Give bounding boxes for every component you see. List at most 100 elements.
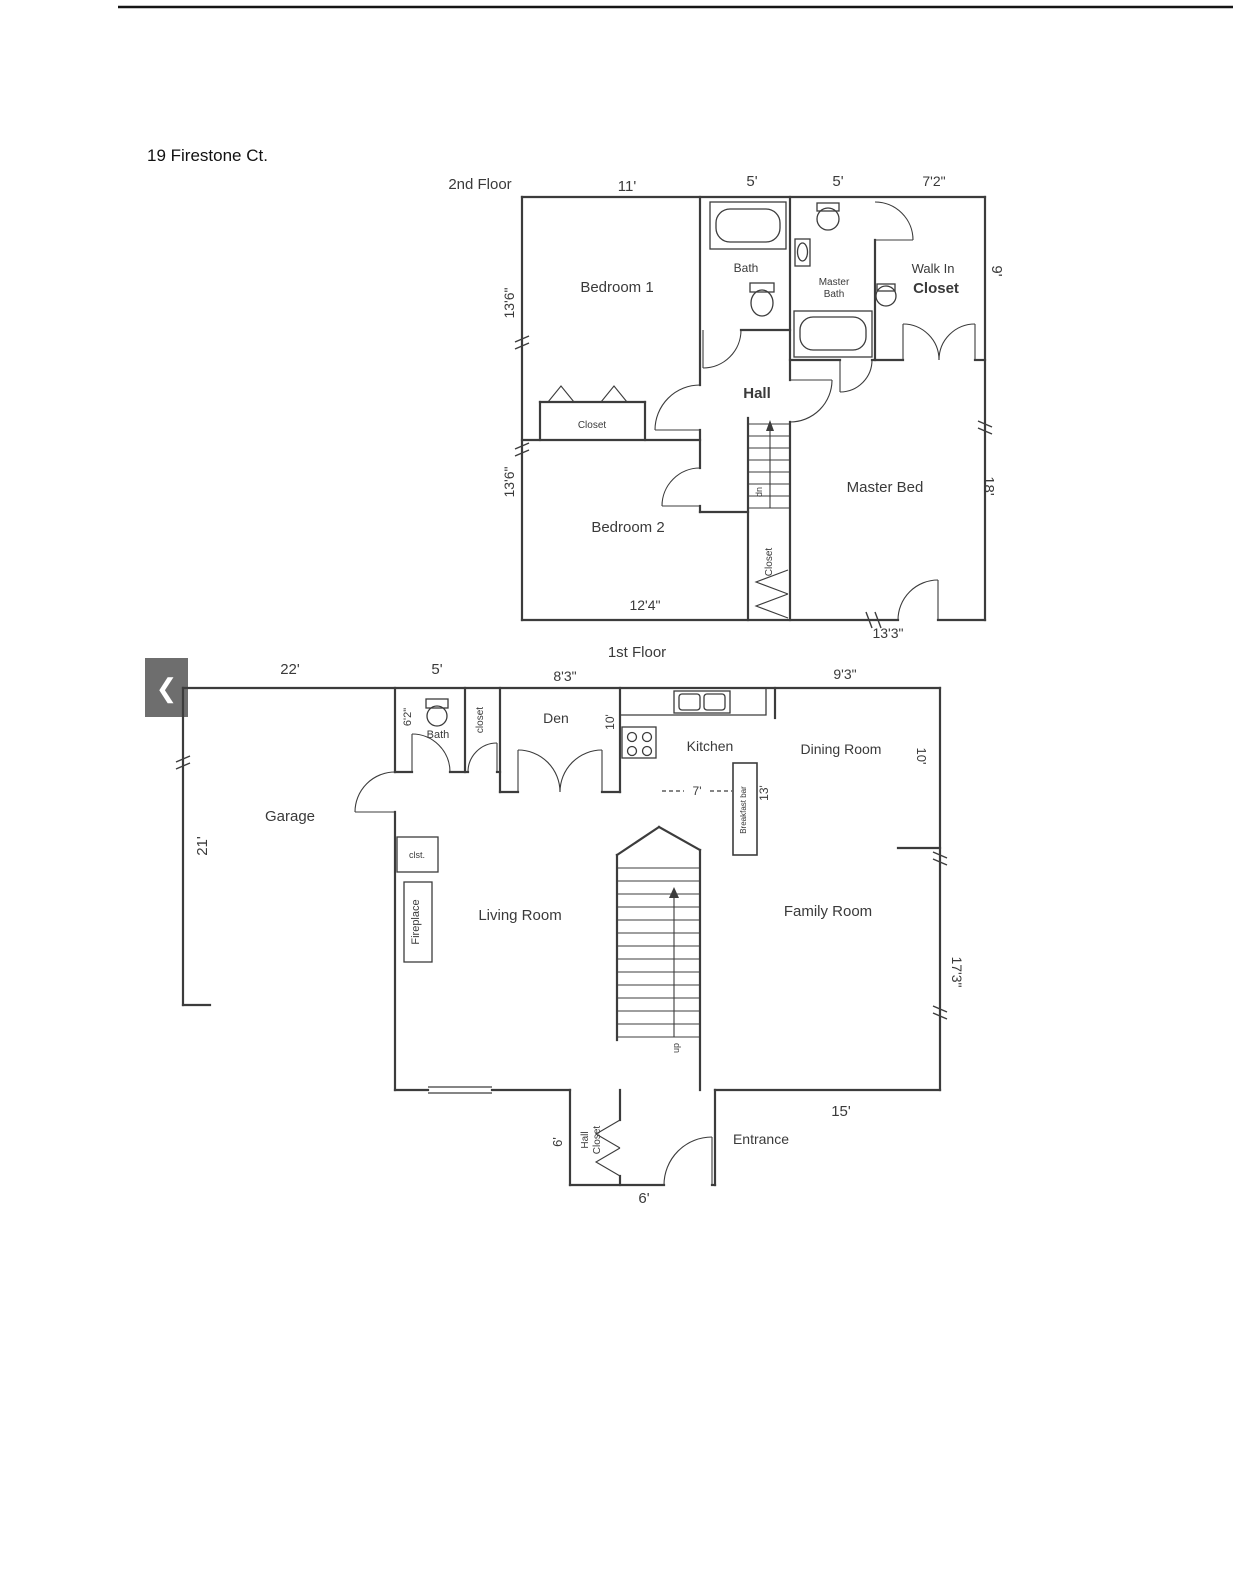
floor2-dim-left-top: 13'6" xyxy=(501,287,517,318)
prev-image-button[interactable]: ❮ xyxy=(145,658,188,717)
floor2-label: 2nd Floor xyxy=(448,176,511,193)
room-closet1f: closet xyxy=(475,707,486,733)
room-living: Living Room xyxy=(478,907,561,924)
floor1-doors xyxy=(354,733,713,1186)
breakfast-bar-shape xyxy=(732,762,758,856)
closet1f-door-arc xyxy=(467,742,498,773)
room-den: Den xyxy=(543,710,569,726)
floor1-labels: 1st Floor 22' 5' 8'3" 9'3" 21' 6'2" clos… xyxy=(194,644,965,1207)
room-breakfast-bar: Breakfast bar xyxy=(739,786,748,834)
floor1-dim-bar-height: 13' xyxy=(757,785,771,801)
floor2-walls xyxy=(520,195,987,622)
room-master-bed: Master Bed xyxy=(847,479,924,496)
room-bath1f: Bath xyxy=(427,729,450,741)
kitchen-sink-basin-left-icon xyxy=(678,693,701,711)
room-clst: clst. xyxy=(409,850,425,860)
master-toilet-tank-icon xyxy=(816,202,840,212)
room-hall-closet-line1: Hall xyxy=(580,1131,591,1148)
floor2-dim-bath-width: 5' xyxy=(746,173,757,190)
floor1-dim-dining-width: 9'3" xyxy=(833,666,856,682)
bedroom1-door-arc xyxy=(654,384,701,431)
floor2-stairs xyxy=(748,420,790,509)
room-stair-closet: Closet xyxy=(764,548,775,577)
bath-door-arc xyxy=(702,329,742,369)
toilet-bowl-icon xyxy=(750,289,774,317)
master-bed-door-arc xyxy=(789,379,833,423)
floor2-dim-right-top: 9' xyxy=(988,265,1005,276)
floor1-walls xyxy=(181,686,942,1187)
master-toilet-bowl-icon xyxy=(816,207,840,231)
master-sink-basin-icon xyxy=(796,242,809,262)
floor1-stairs xyxy=(617,867,700,1038)
floor2-dim-master-bath-width: 5' xyxy=(832,173,843,190)
master-bed-bottom-door-arc xyxy=(897,579,939,621)
floor1-dim-den-width: 8'3" xyxy=(553,668,576,684)
stair-closet-bifold2-icon xyxy=(754,593,789,619)
bedroom2-door-arc xyxy=(661,467,701,507)
floor1-dim-den-height: 10' xyxy=(603,714,617,730)
room-hall-closet-line2: Closet xyxy=(592,1126,603,1155)
stair-closet-bifold-icon xyxy=(754,569,789,595)
room-kitchen: Kitchen xyxy=(687,738,734,754)
floor1-fixtures xyxy=(396,688,767,1094)
kitchen-counter-icon xyxy=(620,688,767,716)
front-door-arc xyxy=(663,1136,713,1186)
floor1-dim-family-width: 15' xyxy=(831,1103,851,1120)
kitchen-sink-icon xyxy=(673,690,731,714)
hall-closet-bifold2-icon xyxy=(594,1147,621,1177)
floor2-dim-walkin-width: 7'2" xyxy=(922,173,945,189)
toilet-tank-icon xyxy=(749,282,775,293)
stairs-up-label: up xyxy=(671,1043,681,1053)
stove-icon xyxy=(621,726,657,759)
floor2-dim-right-bottom: 18' xyxy=(980,476,997,496)
floor1-dim-garage-width: 22' xyxy=(280,661,300,678)
stove-burner-icon xyxy=(626,731,638,743)
floor1-label: 1st Floor xyxy=(608,644,666,661)
room-fireplace: Fireplace xyxy=(410,899,422,944)
bathtub-icon xyxy=(709,201,787,250)
room-family: Family Room xyxy=(784,903,872,920)
room-bedroom1-closet: Closet xyxy=(578,420,607,431)
garage-door-arc xyxy=(354,771,396,813)
closet-bifold-left-icon xyxy=(547,385,575,403)
bath1f-toilet-bowl-icon xyxy=(426,705,448,727)
room-walkin-line2: Closet xyxy=(913,280,959,297)
walkin-fixture-icon xyxy=(875,285,897,307)
room-entrance: Entrance xyxy=(733,1131,789,1147)
floor1-wall-breaks xyxy=(175,755,948,1020)
floor2-dim-bedroom1-width: 11' xyxy=(618,178,637,195)
room-master-bath-line1: Master xyxy=(819,277,850,288)
stairs-up-arrowhead-icon xyxy=(669,887,679,898)
floor2-wall-breaks xyxy=(514,335,993,629)
walkin-door-arc xyxy=(874,201,914,241)
master-bathtub-inner-icon xyxy=(799,316,867,351)
kitchen-sink-basin-right-icon xyxy=(703,693,726,711)
master-bathtub-icon xyxy=(793,310,873,358)
stove-burner-icon xyxy=(641,731,653,743)
stove-burner-icon xyxy=(641,745,653,757)
chevron-left-icon: ❮ xyxy=(155,672,178,703)
den-french-door-right-arc xyxy=(559,749,603,793)
floor1-dim-dining-height: 10' xyxy=(914,748,929,765)
bath1f-door-arc xyxy=(411,733,451,773)
hall-closet-bifold-icon xyxy=(594,1119,621,1149)
walkin-double-door-left-arc xyxy=(902,323,940,361)
room-dining: Dining Room xyxy=(801,741,882,757)
room-garage: Garage xyxy=(265,808,315,825)
floor1-dim-bath-height: 6'2" xyxy=(402,708,414,726)
room-bath2f: Bath xyxy=(734,261,759,275)
room-master-bath-line2: Bath xyxy=(824,289,845,300)
bathtub-inner-icon xyxy=(715,208,781,243)
walkin-fixture-tank-icon xyxy=(876,283,896,292)
floor1-dim-kitchen-width: 7' xyxy=(693,784,702,798)
floor1-dim-family-height: 17'3" xyxy=(949,956,965,987)
room-hall: Hall xyxy=(743,385,771,402)
floor1-dim-bath-width: 5' xyxy=(431,661,442,678)
stove-burner-icon xyxy=(626,745,638,757)
floor2-plan: 2nd Floor 11' 5' 5' 7'2" 9' 18' 13'6" 13… xyxy=(448,173,1005,641)
floor2-dim-bottom-left: 12'4" xyxy=(629,597,660,613)
clst-box-shape xyxy=(396,836,439,873)
den-french-door-left-arc xyxy=(517,749,561,793)
floor2-fixtures xyxy=(709,201,897,358)
stairs-down-arrowhead-icon xyxy=(766,420,774,431)
